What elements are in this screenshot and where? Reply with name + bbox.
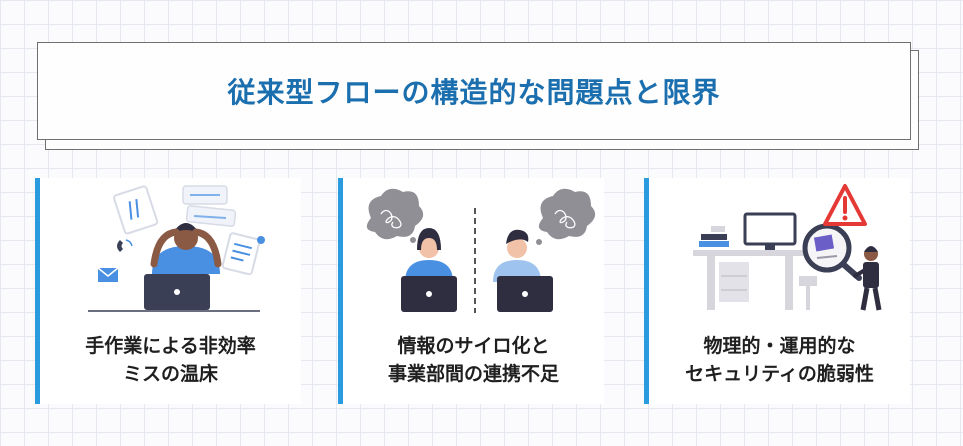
caption-line-1: 情報のサイロ化と xyxy=(397,335,550,357)
caption-line-2: セキュリティの脆弱性 xyxy=(685,363,874,385)
page-title: 従来型フローの構造的な問題点と限界 xyxy=(227,76,721,109)
stressed-person-icon xyxy=(88,185,265,312)
problem-card-manual-work: 手作業による非効率 ミスの温床 xyxy=(35,178,301,404)
siloed-workers-icon xyxy=(366,188,596,313)
caption-line-1: 手作業による非効率 xyxy=(85,335,256,357)
problem-card-information-silo: 情報のサイロ化と 事業部間の連携不足 xyxy=(338,178,604,404)
card-caption: 情報のサイロ化と 事業部間の連携不足 xyxy=(343,320,604,400)
caption-line-2: 事業部間の連携不足 xyxy=(387,363,559,385)
title-box: 従来型フローの構造的な問題点と限界 xyxy=(37,42,911,140)
card-caption: 物理的・運用的な セキュリティの脆弱性 xyxy=(649,320,910,400)
card-caption: 手作業による非効率 ミスの温床 xyxy=(40,320,301,400)
caption-line-1: 物理的・運用的な xyxy=(703,335,856,357)
security-warning-icon xyxy=(693,184,882,311)
problem-card-security: 物理的・運用的な セキュリティの脆弱性 xyxy=(644,178,910,404)
caption-line-2: ミスの温床 xyxy=(122,363,218,385)
